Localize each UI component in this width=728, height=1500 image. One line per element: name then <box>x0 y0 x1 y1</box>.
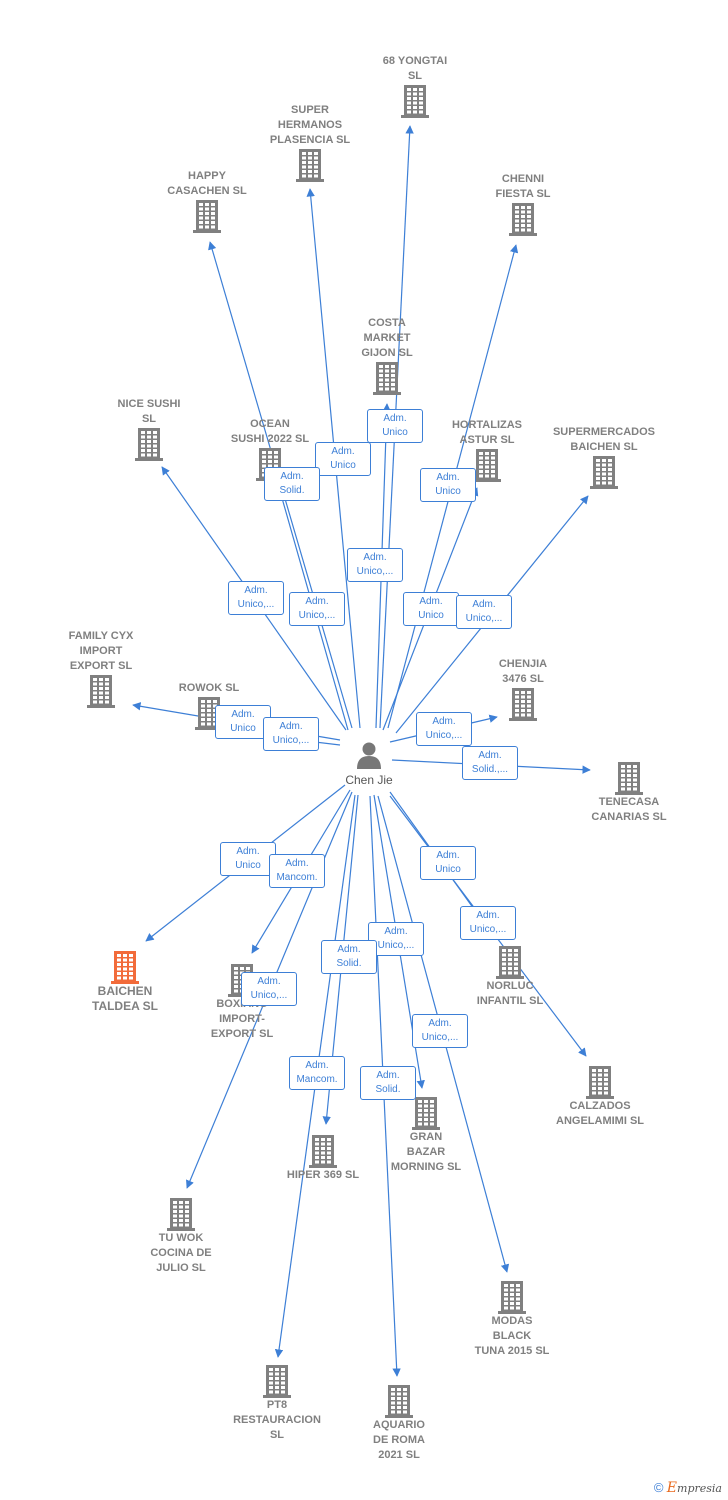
building-icon <box>401 85 429 118</box>
edge-label-superhermanos[interactable]: Adm. Unico <box>315 442 371 476</box>
company-name: NICE SUSHI SL <box>117 398 181 425</box>
company-node-rowok[interactable]: ROWOK SL <box>144 681 274 730</box>
company-node-tuwok[interactable]: TU WOK COCINA DE JULIO SL <box>116 1197 246 1276</box>
company-node-calzados[interactable]: CALZADOS ANGELAMIMI SL <box>535 1065 665 1129</box>
edge-label-baichen[interactable]: Adm. Unico <box>220 842 276 876</box>
company-node-aquario[interactable]: AQUARIO DE ROMA 2021 SL <box>334 1384 464 1463</box>
building-icon <box>167 1198 195 1231</box>
company-name: SUPER HERMANOS PLASENCIA SL <box>269 104 351 146</box>
company-node-hortalizas[interactable]: HORTALIZAS ASTUR SL <box>422 418 552 482</box>
edge-label-pt8[interactable]: Adm. Mancom. <box>289 1056 345 1090</box>
company-name: OCEAN SUSHI 2022 SL <box>230 418 310 445</box>
building-icon <box>473 449 501 482</box>
building-icon <box>498 1281 526 1314</box>
company-name: COSTA MARKET GIJON SL <box>361 317 413 359</box>
center-person[interactable]: Chen Jie <box>329 740 409 787</box>
company-name: ROWOK SL <box>178 682 240 694</box>
company-node-modas[interactable]: MODAS BLACK TUNA 2015 SL <box>447 1280 577 1359</box>
company-name: MODAS BLACK TUNA 2015 SL <box>474 1315 550 1357</box>
edge-label-calzados[interactable]: Adm. Unico,... <box>460 906 516 940</box>
edge-label-granbazar[interactable]: Adm. Unico,... <box>368 922 424 956</box>
edge-label-chenjia[interactable]: Adm. Unico,... <box>416 712 472 746</box>
building-icon <box>385 1385 413 1418</box>
brand-name: mpresia <box>677 1482 722 1495</box>
edge-label-norluc[interactable]: Adm. Unico <box>420 846 476 880</box>
company-node-familycyx[interactable]: FAMILY CYX IMPORT EXPORT SL <box>36 629 166 708</box>
edge-label-tuwok[interactable]: Adm. Unico,... <box>241 972 297 1006</box>
edge-label-tenecasa[interactable]: Adm. Solid.,... <box>462 746 518 780</box>
company-node-supermercados[interactable]: SUPERMERCADOS BAICHEN SL <box>539 425 669 489</box>
company-name: FAMILY CYX IMPORT EXPORT SL <box>68 630 134 672</box>
company-name: SUPERMERCADOS BAICHEN SL <box>552 426 656 453</box>
building-icon <box>373 362 401 395</box>
brand-initial: E <box>666 1480 678 1496</box>
company-node-costa[interactable]: COSTA MARKET GIJON SL <box>322 316 452 395</box>
company-name: CALZADOS ANGELAMIMI SL <box>556 1100 644 1127</box>
company-node-yongtai[interactable]: 68 YONGTAI SL <box>350 54 480 118</box>
company-name: CHENNI FIESTA SL <box>495 173 551 200</box>
building-icon <box>87 675 115 708</box>
edge-label-hiper[interactable]: Adm. Solid. <box>321 940 377 974</box>
building-icon <box>509 203 537 236</box>
footer-brand: © Empresia <box>654 1480 722 1496</box>
company-name: CHENJIA 3476 SL <box>498 658 548 685</box>
edge-label-modas[interactable]: Adm. Unico,... <box>412 1014 468 1048</box>
company-node-pt8[interactable]: PT8 RESTAURACION SL <box>212 1364 342 1443</box>
company-node-superhermanos[interactable]: SUPER HERMANOS PLASENCIA SL <box>245 103 375 182</box>
company-node-granbazar[interactable]: GRAN BAZAR MORNING SL <box>361 1096 491 1175</box>
building-icon <box>586 1066 614 1099</box>
person-icon <box>357 742 381 769</box>
building-icon <box>590 456 618 489</box>
edge-label-supermercados[interactable]: Adm. Unico,... <box>456 595 512 629</box>
company-node-chenni[interactable]: CHENNI FIESTA SL <box>458 172 588 236</box>
building-icon <box>111 951 139 984</box>
company-name: AQUARIO DE ROMA 2021 SL <box>373 1419 425 1461</box>
edge-label-nicesushi[interactable]: Adm. Unico,... <box>228 581 284 615</box>
company-node-baichen[interactable]: BAICHEN TALDEA SL <box>60 950 190 1014</box>
copyright-symbol: © <box>653 1480 664 1495</box>
building-icon <box>309 1135 337 1168</box>
building-icon <box>496 946 524 979</box>
building-icon <box>509 688 537 721</box>
edge-label-boxiang[interactable]: Adm. Mancom. <box>269 854 325 888</box>
building-icon <box>135 428 163 461</box>
edge-label-hortalizas[interactable]: Adm. Unico <box>403 592 459 626</box>
company-name: HAPPY CASACHEN SL <box>167 170 247 197</box>
building-icon <box>412 1097 440 1130</box>
company-name: TU WOK COCINA DE JULIO SL <box>150 1232 212 1274</box>
building-icon <box>615 762 643 795</box>
edge-label-aquario[interactable]: Adm. Solid. <box>360 1066 416 1100</box>
company-name: HIPER 369 SL <box>286 1169 360 1181</box>
company-name: BAICHEN TALDEA SL <box>92 984 158 1013</box>
company-node-happy[interactable]: HAPPY CASACHEN SL <box>142 169 272 233</box>
edge-label-ocean[interactable]: Adm. Solid. <box>264 467 320 501</box>
edge-label-rowok[interactable]: Adm. Unico,... <box>263 717 319 751</box>
company-name: NORLUC INFANTIL SL <box>476 980 544 1007</box>
company-name: TENECASA CANARIAS SL <box>591 796 667 823</box>
company-node-hiper[interactable]: HIPER 369 SL <box>258 1134 388 1183</box>
edge-label-costa[interactable]: Adm. Unico <box>367 409 423 443</box>
building-icon <box>296 149 324 182</box>
company-node-tenecasa[interactable]: TENECASA CANARIAS SL <box>564 761 694 825</box>
edge-label-chenni[interactable]: Adm. Unico <box>420 468 476 502</box>
company-name: GRAN BAZAR MORNING SL <box>390 1131 462 1173</box>
edge-label-happy[interactable]: Adm. Unico,... <box>289 592 345 626</box>
company-node-norluc[interactable]: NORLUC INFANTIL SL <box>445 945 575 1009</box>
company-node-chenjia[interactable]: CHENJIA 3476 SL <box>458 657 588 721</box>
building-icon <box>263 1365 291 1398</box>
company-name: HORTALIZAS ASTUR SL <box>451 419 523 446</box>
company-name: PT8 RESTAURACION SL <box>233 1399 321 1441</box>
company-name: 68 YONGTAI SL <box>382 55 448 82</box>
edge-label-yongtai[interactable]: Adm. Unico,... <box>347 548 403 582</box>
center-person-name: Chen Jie <box>345 773 393 787</box>
company-node-nicesushi[interactable]: NICE SUSHI SL <box>84 397 214 461</box>
building-icon <box>193 200 221 233</box>
edge-label-familycyx[interactable]: Adm. Unico <box>215 705 271 739</box>
